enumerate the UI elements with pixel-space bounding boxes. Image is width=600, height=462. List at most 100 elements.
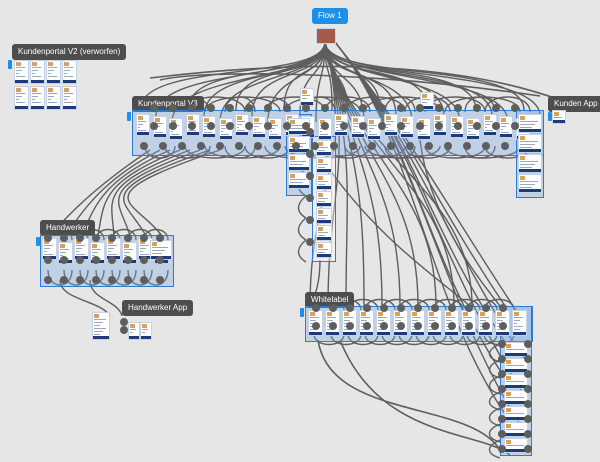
flow-start-frame[interactable] (316, 28, 336, 44)
connection-node[interactable] (425, 142, 433, 150)
connection-node[interactable] (235, 142, 243, 150)
connection-node[interactable] (444, 142, 452, 150)
connection-node[interactable] (92, 276, 100, 284)
screen-thumbnail[interactable] (316, 191, 332, 207)
connection-node[interactable] (498, 340, 506, 348)
connection-node[interactable] (431, 322, 439, 330)
connection-node[interactable] (283, 104, 291, 112)
connection-node[interactable] (76, 256, 84, 264)
connection-node[interactable] (498, 445, 506, 453)
connection-node[interactable] (387, 142, 395, 150)
connection-node[interactable] (306, 150, 314, 158)
screen-thumbnail[interactable] (552, 110, 566, 124)
connection-node[interactable] (312, 322, 320, 330)
connection-node[interactable] (92, 256, 100, 264)
connection-node[interactable] (159, 142, 167, 150)
screen-thumbnail[interactable] (140, 322, 152, 340)
screen-thumbnail[interactable] (518, 114, 542, 133)
screen-thumbnail[interactable] (14, 86, 29, 110)
connection-node[interactable] (454, 122, 462, 130)
connection-node[interactable] (378, 122, 386, 130)
connection-node[interactable] (60, 276, 68, 284)
connection-node[interactable] (140, 234, 148, 242)
screen-thumbnail[interactable] (30, 60, 45, 84)
connection-node[interactable] (156, 256, 164, 264)
screen-thumbnail[interactable] (46, 60, 61, 84)
connection-node[interactable] (124, 276, 132, 284)
connection-node[interactable] (524, 340, 532, 348)
connection-node[interactable] (76, 234, 84, 242)
connection-node[interactable] (156, 234, 164, 242)
screen-thumbnail[interactable] (518, 154, 542, 173)
connection-node[interactable] (378, 104, 386, 112)
connection-node[interactable] (524, 385, 532, 393)
group-label-handwerker-app[interactable]: Handwerker App (122, 300, 194, 316)
screen-thumbnail[interactable] (504, 358, 528, 373)
connection-node[interactable] (321, 122, 329, 130)
connection-node[interactable] (498, 415, 506, 423)
connection-node[interactable] (207, 122, 215, 130)
connection-node[interactable] (124, 234, 132, 242)
screen-thumbnail[interactable] (518, 174, 542, 193)
connection-node[interactable] (511, 122, 519, 130)
connection-node[interactable] (156, 276, 164, 284)
connection-node[interactable] (448, 304, 456, 312)
connection-node[interactable] (60, 234, 68, 242)
connection-node[interactable] (498, 370, 506, 378)
connection-node[interactable] (380, 304, 388, 312)
connection-node[interactable] (92, 234, 100, 242)
connection-node[interactable] (435, 104, 443, 112)
connection-node[interactable] (340, 104, 348, 112)
connection-node[interactable] (511, 104, 519, 112)
connection-node[interactable] (498, 385, 506, 393)
connection-node[interactable] (150, 104, 158, 112)
screen-thumbnail[interactable] (499, 116, 513, 138)
connection-node[interactable] (498, 355, 506, 363)
connection-node[interactable] (465, 322, 473, 330)
connection-node[interactable] (254, 142, 262, 150)
connection-node[interactable] (414, 322, 422, 330)
connection-node[interactable] (169, 122, 177, 130)
connection-node[interactable] (329, 322, 337, 330)
connection-node[interactable] (120, 318, 128, 326)
screen-thumbnail[interactable] (316, 157, 332, 173)
connection-node[interactable] (482, 142, 490, 150)
connection-node[interactable] (363, 322, 371, 330)
connection-node[interactable] (340, 122, 348, 130)
connection-node[interactable] (435, 122, 443, 130)
connection-node[interactable] (188, 104, 196, 112)
connection-node[interactable] (414, 304, 422, 312)
connection-node[interactable] (44, 234, 52, 242)
screen-thumbnail[interactable] (288, 154, 310, 171)
connection-node[interactable] (454, 104, 462, 112)
connection-node[interactable] (465, 304, 473, 312)
connection-node[interactable] (216, 142, 224, 150)
screen-thumbnail[interactable] (504, 390, 528, 405)
connection-node[interactable] (380, 322, 388, 330)
screen-thumbnail[interactable] (383, 114, 398, 136)
connection-node[interactable] (312, 304, 320, 312)
connection-node[interactable] (140, 276, 148, 284)
connection-node[interactable] (302, 122, 310, 130)
connection-node[interactable] (44, 256, 52, 264)
connection-node[interactable] (306, 194, 314, 202)
connection-node[interactable] (311, 142, 319, 150)
connection-node[interactable] (283, 122, 291, 130)
connection-node[interactable] (207, 104, 215, 112)
connection-node[interactable] (169, 104, 177, 112)
connection-node[interactable] (306, 128, 314, 136)
group-label-handwerker[interactable]: Handwerker (40, 220, 96, 236)
connection-node[interactable] (329, 304, 337, 312)
connection-node[interactable] (346, 304, 354, 312)
connection-node[interactable] (60, 256, 68, 264)
screen-thumbnail[interactable] (504, 374, 528, 389)
connection-node[interactable] (44, 276, 52, 284)
connection-node[interactable] (397, 322, 405, 330)
connection-node[interactable] (498, 400, 506, 408)
screen-thumbnail[interactable] (46, 86, 61, 110)
connection-node[interactable] (501, 142, 509, 150)
screen-thumbnail[interactable] (367, 118, 381, 140)
screen-thumbnail[interactable] (30, 86, 45, 110)
screen-thumbnail[interactable] (316, 174, 332, 190)
